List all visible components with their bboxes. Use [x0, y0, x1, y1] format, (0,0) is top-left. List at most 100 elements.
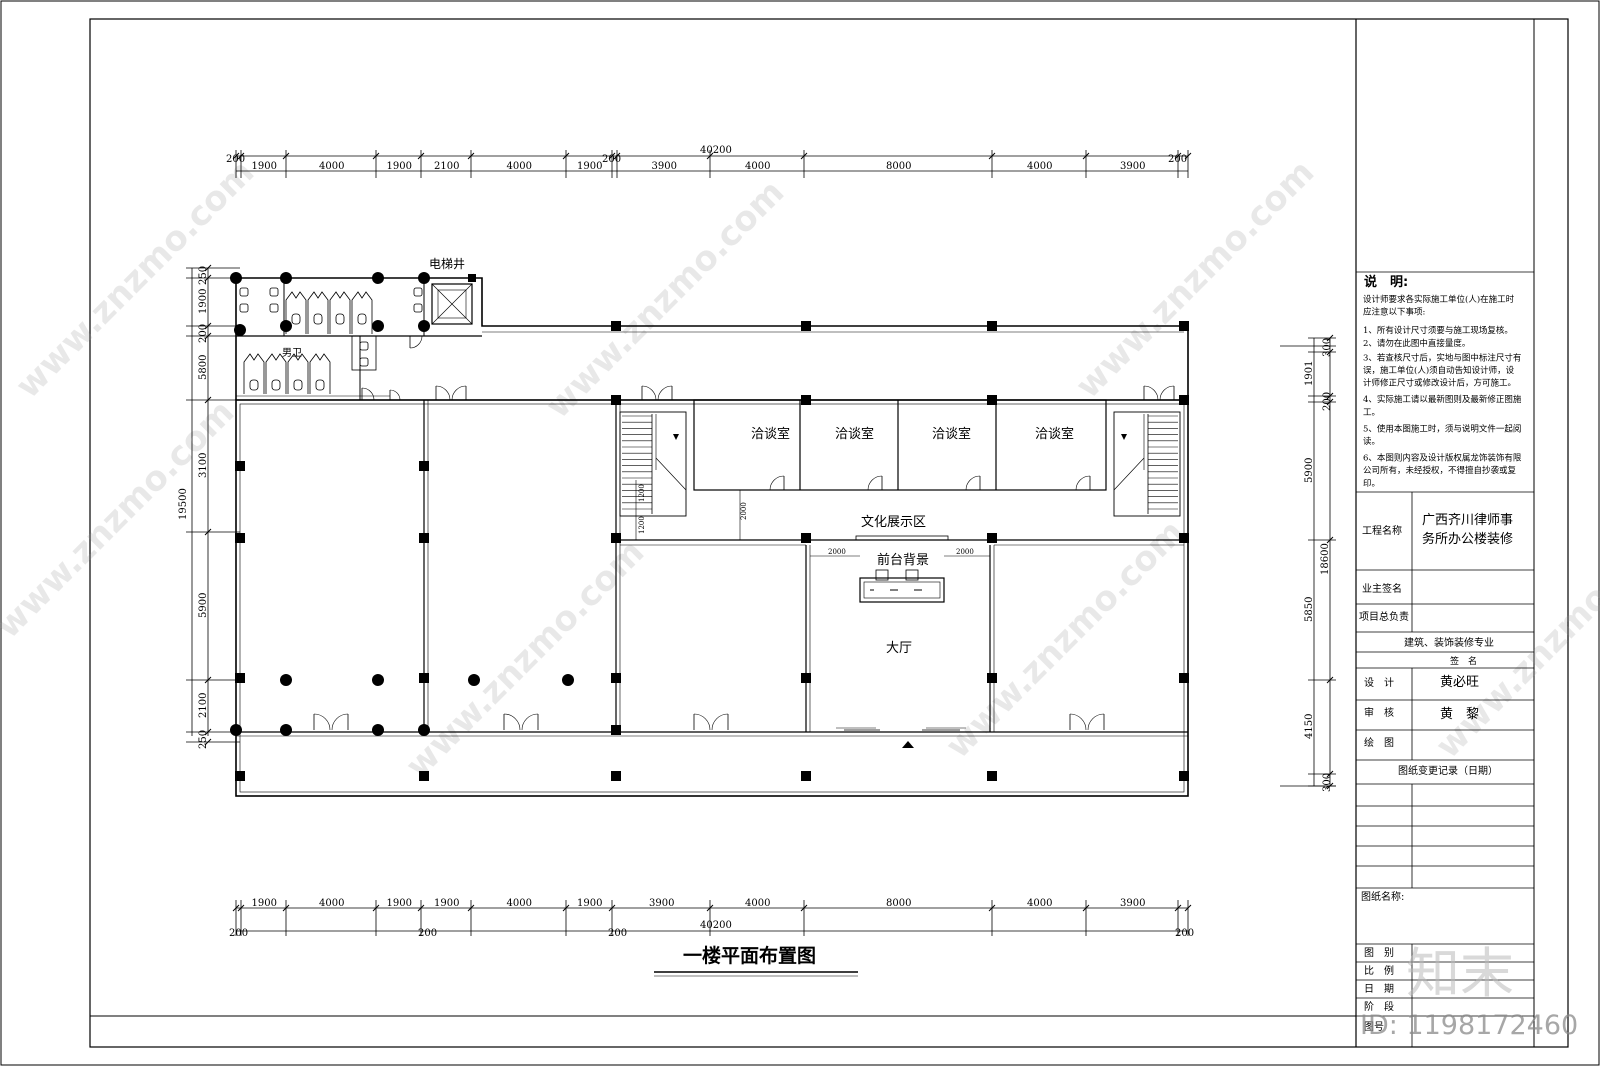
inner-dimensions: 2000 2000 2000 1200 1200	[635, 480, 990, 557]
dim-top-segment: 1900	[577, 161, 602, 172]
column-round	[230, 724, 242, 736]
note-line: 应注意以下事项:	[1363, 307, 1425, 318]
dim-bottom-mark: 200	[608, 928, 627, 939]
note-line: 4、实际施工请以最新图则及最新修正图施	[1363, 394, 1522, 405]
column-square	[987, 321, 997, 331]
dim-inner: 2000	[828, 548, 846, 556]
drawing-title: 一楼平面布置图	[683, 944, 816, 967]
room-label-meeting: 洽谈室	[1035, 426, 1074, 442]
dim-inner: 2000	[740, 502, 748, 520]
room-label-mens-toilet: 男卫	[282, 347, 302, 359]
dim-bottom-segment: 1900	[577, 898, 602, 909]
watermark-text: www.znzmo.com	[8, 152, 262, 406]
column-square	[1179, 395, 1189, 405]
dim-bottom-segment: 4000	[507, 898, 532, 909]
dim-inner: 2000	[956, 548, 974, 556]
dim-inner: 1200	[638, 484, 646, 502]
column-square	[235, 673, 245, 683]
dim-right-segment: 300	[1322, 338, 1333, 357]
column-square	[419, 461, 429, 471]
change-log-label: 图纸变更记录（日期）	[1398, 764, 1498, 777]
dim-top-segment: 1900	[252, 161, 277, 172]
note-line: 工。	[1363, 408, 1380, 418]
dim-bottom-segment: 3900	[1120, 898, 1145, 909]
reception-desk	[855, 535, 949, 603]
watermark-text: www.znzmo.com	[538, 172, 792, 426]
column-round	[280, 674, 292, 686]
dim-bottom-segment: 4000	[1027, 898, 1052, 909]
note-line: 误，施工单位(人)须自动告知设计师，设	[1363, 365, 1515, 376]
note-line: 计师修正尺寸或修改设计后，方可施工。	[1363, 378, 1516, 389]
draw-label: 绘 图	[1364, 736, 1394, 749]
room-label-hall: 大厅	[886, 641, 912, 656]
sheet-label: 图号	[1364, 1021, 1384, 1033]
column-square	[611, 395, 621, 405]
note-line: 印。	[1363, 478, 1380, 489]
column-round	[418, 272, 430, 284]
column-square	[1179, 321, 1189, 331]
note-line: 6、本图则内容及设计版权属龙饰装饰有限	[1363, 453, 1522, 464]
dim-left-segment: 5800	[198, 355, 209, 380]
project-name-line1: 广西齐川律师事	[1422, 512, 1513, 528]
dim-right-segment: 200	[1322, 392, 1333, 411]
dim-bottom-segment: 1900	[252, 898, 277, 909]
dim-top-segment: 8000	[886, 161, 911, 172]
designer-name: 黄必旺	[1440, 675, 1479, 690]
dim-top-segment: 4000	[507, 161, 532, 172]
note-line: 公司所有，未经授权，不得擅自抄袭或复	[1363, 465, 1517, 476]
drawing-frame	[89, 18, 1569, 1048]
column-round	[372, 272, 384, 284]
column-square	[1179, 771, 1189, 781]
column-square	[419, 673, 429, 683]
column-square	[419, 533, 429, 543]
room-label-elevator: 电梯井	[429, 257, 465, 271]
discipline-label: 建筑、装饰装修专业	[1404, 636, 1494, 649]
column-square	[801, 673, 811, 683]
column-round	[418, 724, 430, 736]
column-square	[611, 725, 621, 735]
dim-top-segment: 4000	[1027, 161, 1052, 172]
stage-label: 阶 段	[1364, 1000, 1394, 1013]
scale-label: 比 例	[1364, 964, 1394, 977]
overall-width-top: 40200	[700, 145, 732, 156]
column-round	[280, 724, 292, 736]
dim-top-segment: 200	[602, 154, 621, 165]
note-line: 1、所有设计尺寸须要与施工现场复核。	[1363, 325, 1513, 336]
dim-bottom-segment: 8000	[886, 898, 911, 909]
dim-top-segment: 3900	[652, 161, 677, 172]
dim-inner: 1200	[638, 516, 646, 534]
column-round	[468, 674, 480, 686]
dim-top-segment: 4000	[319, 161, 344, 172]
dim-top-segment: 200	[1168, 154, 1187, 165]
dim-top-segment: 200	[226, 154, 245, 165]
drawing-name-label: 图纸名称:	[1361, 890, 1404, 903]
column-square	[801, 533, 811, 543]
dim-bottom-segment: 4000	[319, 898, 344, 909]
dim-bottom-mark: 200	[418, 928, 437, 939]
column-square	[235, 771, 245, 781]
column-round	[372, 674, 384, 686]
project-label: 工程名称	[1362, 524, 1402, 537]
note-line: 读。	[1363, 436, 1380, 447]
column-round	[234, 324, 246, 336]
column-round	[418, 320, 430, 332]
column-round	[562, 674, 574, 686]
date-label: 日 期	[1364, 983, 1394, 995]
column-square	[235, 461, 245, 471]
image-id: ID: 1198172460	[1360, 1010, 1578, 1041]
column-round	[372, 320, 384, 332]
watermark-text: www.znzmo.com	[1068, 152, 1322, 406]
dim-right-segment: 5900	[1304, 458, 1315, 483]
notes-heading: 说 明:	[1364, 274, 1408, 290]
dim-left-segment: 250	[198, 266, 209, 285]
dim-top-segment: 3900	[1120, 161, 1145, 172]
note-line: 3、若查核尺寸后，实地与图中标注尺寸有	[1363, 352, 1521, 363]
dim-bottom-mark: 200	[229, 928, 248, 939]
column-square	[419, 771, 429, 781]
dim-bottom-segment: 1900	[387, 898, 412, 909]
